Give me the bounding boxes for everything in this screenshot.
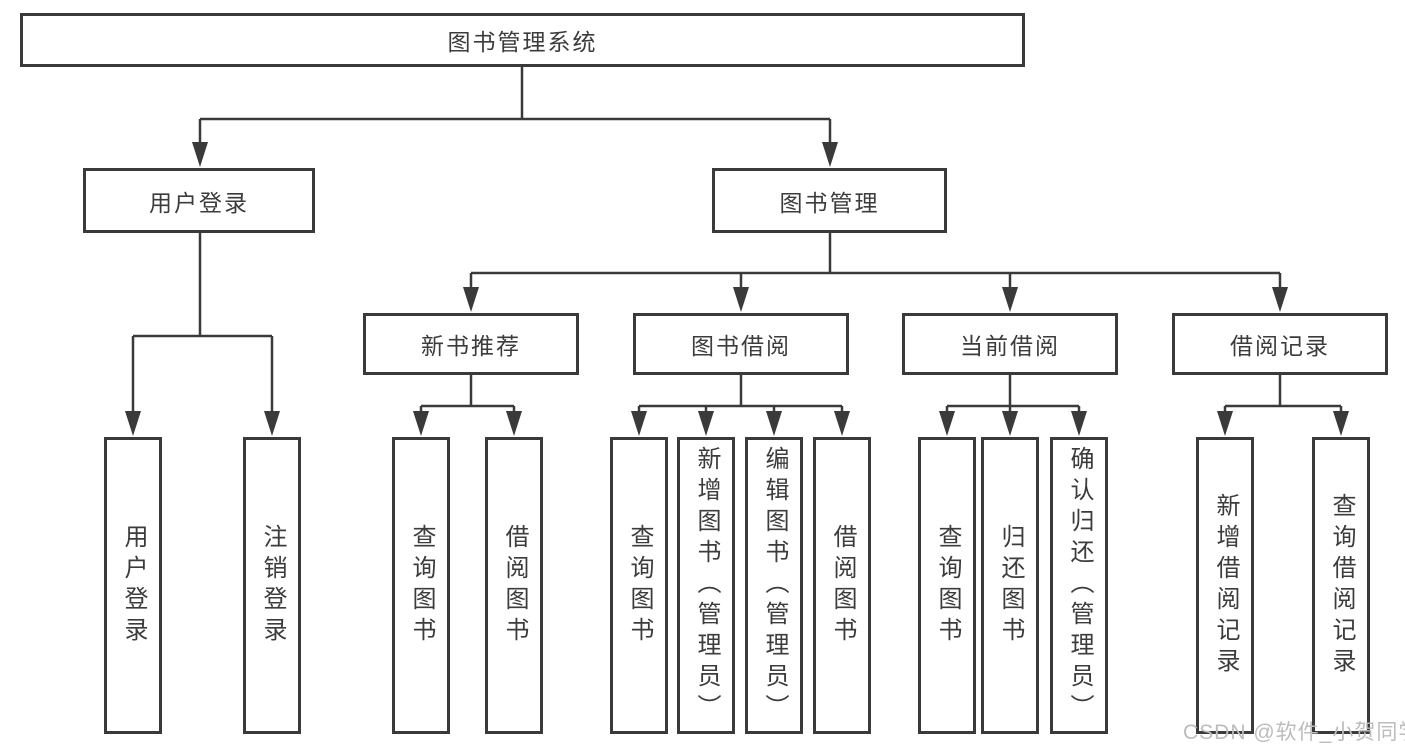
node-current-borrow-label: 当前借阅 (960, 333, 1060, 359)
leaf-br-query-record-label: 查询借阅记录 (1328, 492, 1355, 679)
leaf-nb-query-books: 查询图书 (392, 437, 450, 734)
node-root-label: 图书管理系统 (447, 29, 598, 55)
node-current-borrow: 当前借阅 (902, 313, 1118, 375)
leaf-br-query-record: 查询借阅记录 (1312, 437, 1370, 734)
csdn-watermark: CSDN @软件_小贺同学 (1183, 721, 1405, 744)
leaf-nb-borrow-books: 借阅图书 (485, 437, 543, 734)
leaf-bb-query-books-label: 查询图书 (626, 523, 653, 648)
node-borrow-records-label: 借阅记录 (1230, 333, 1330, 359)
leaf-cb-return-books-label: 归还图书 (997, 523, 1024, 648)
leaf-bb-add-books-admin-label: 新增图书（管理员） (693, 446, 720, 725)
leaf-br-add-record: 新增借阅记录 (1196, 437, 1254, 734)
leaf-logout: 注销登录 (243, 437, 301, 734)
leaf-logout-label: 注销登录 (259, 523, 286, 648)
leaf-cb-query-books-label: 查询图书 (934, 523, 961, 648)
connector-paths (131, 67, 1343, 414)
leaf-bb-query-books: 查询图书 (610, 437, 668, 734)
leaf-cb-confirm-return-admin: 确认归还（管理员） (1050, 437, 1108, 734)
leaf-cb-query-books: 查询图书 (918, 437, 976, 734)
node-user-login: 用户登录 (83, 168, 315, 233)
leaf-cb-confirm-return-admin-label: 确认归还（管理员） (1066, 446, 1093, 725)
leaf-user-login-label: 用户登录 (120, 523, 147, 648)
node-book-management-label: 图书管理 (779, 189, 880, 216)
leaf-bb-add-books-admin: 新增图书（管理员） (677, 437, 735, 734)
arrowhead-icons (125, 142, 1349, 436)
node-user-login-label: 用户登录 (149, 189, 249, 216)
leaf-br-add-record-label: 新增借阅记录 (1212, 492, 1239, 679)
node-book-borrow: 图书借阅 (633, 313, 849, 375)
leaf-bb-edit-books-admin-label: 编辑图书（管理员） (761, 446, 788, 725)
node-new-book-recommend: 新书推荐 (363, 313, 579, 375)
node-new-book-recommend-label: 新书推荐 (421, 333, 521, 359)
leaf-bb-borrow-books: 借阅图书 (813, 437, 871, 734)
node-root: 图书管理系统 (20, 13, 1025, 67)
node-borrow-records: 借阅记录 (1172, 313, 1388, 375)
leaf-bb-edit-books-admin: 编辑图书（管理员） (745, 437, 803, 734)
node-book-management: 图书管理 (712, 168, 947, 233)
leaf-cb-return-books: 归还图书 (981, 437, 1039, 734)
node-book-borrow-label: 图书借阅 (691, 333, 791, 359)
leaf-nb-query-books-label: 查询图书 (408, 523, 435, 648)
leaf-bb-borrow-books-label: 借阅图书 (829, 523, 856, 648)
leaf-nb-borrow-books-label: 借阅图书 (501, 523, 528, 648)
leaf-user-login: 用户登录 (104, 437, 162, 734)
